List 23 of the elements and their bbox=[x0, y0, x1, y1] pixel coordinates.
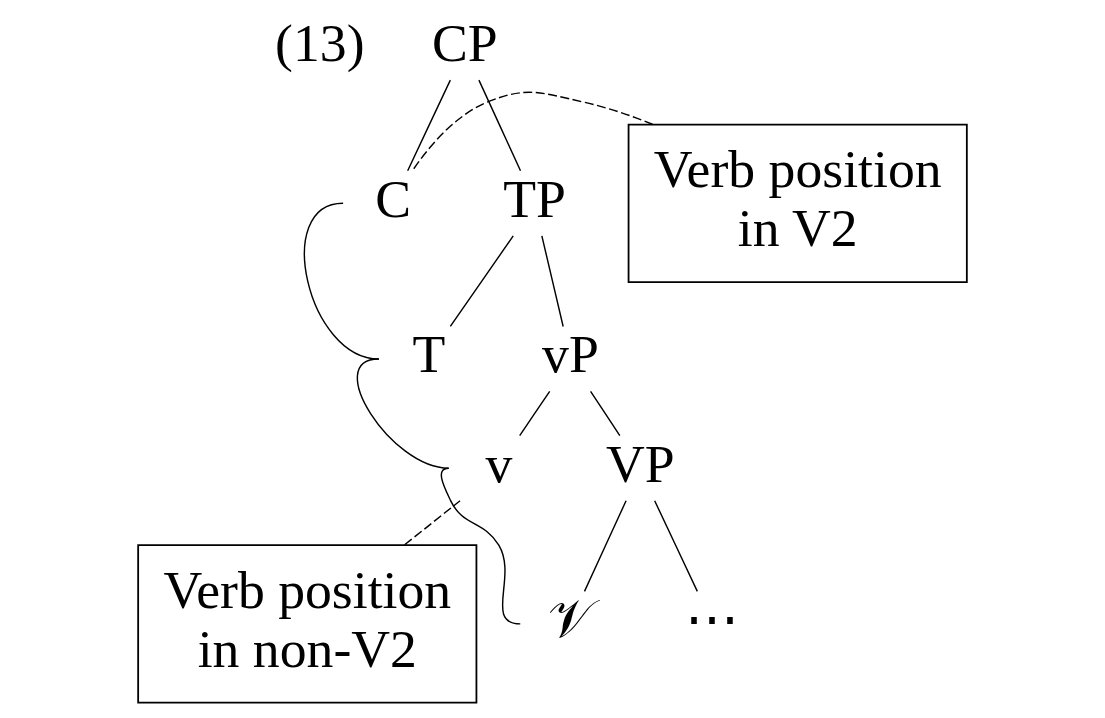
node-text: vP bbox=[542, 324, 599, 385]
connector bbox=[356, 358, 450, 469]
label: (13) bbox=[275, 13, 365, 73]
node-text: VP bbox=[605, 433, 675, 494]
connector bbox=[583, 500, 627, 593]
connector bbox=[403, 500, 461, 546]
connector bbox=[440, 467, 521, 625]
connector bbox=[406, 79, 452, 172]
node-box: Verb position in non-V2 bbox=[137, 544, 478, 704]
node-text: C bbox=[375, 168, 412, 229]
connector bbox=[653, 500, 699, 593]
connector bbox=[589, 390, 621, 437]
connector bbox=[411, 91, 654, 172]
connector bbox=[541, 235, 564, 328]
node-text: T bbox=[412, 324, 446, 385]
node-text: CP bbox=[431, 13, 498, 73]
connector bbox=[478, 79, 522, 172]
node-text: v bbox=[485, 433, 513, 494]
connector bbox=[519, 390, 551, 437]
node-text: TP bbox=[503, 168, 566, 229]
node-text: ⋯ bbox=[684, 589, 739, 650]
connector bbox=[449, 235, 514, 328]
node-box: Verb position in V2 bbox=[627, 123, 968, 283]
